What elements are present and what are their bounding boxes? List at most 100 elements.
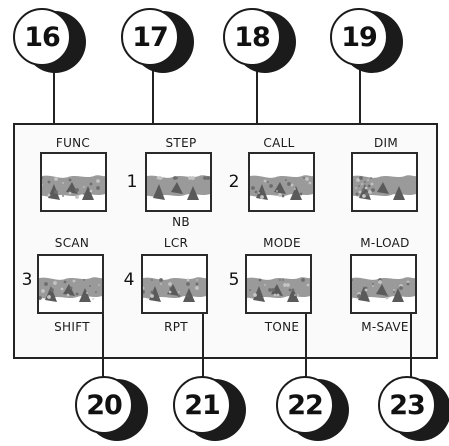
- key-face-grain: [41, 289, 45, 293]
- key-face-grain: [64, 281, 67, 284]
- key-face-grain: [76, 293, 79, 296]
- key-face-grain: [188, 176, 192, 180]
- key-face-grain: [367, 179, 369, 181]
- key-face-grain: [307, 284, 310, 287]
- key-number-4: 4: [121, 270, 137, 290]
- callout-ring: 18: [223, 8, 281, 66]
- key-face-grain: [371, 188, 375, 192]
- key-face-grain: [282, 279, 284, 281]
- key-face-grain: [359, 191, 362, 194]
- key-label-rpt: RPT: [131, 320, 221, 334]
- key-face-grain: [169, 291, 172, 294]
- callout-ring: 22: [276, 376, 334, 434]
- call-key[interactable]: [248, 152, 315, 212]
- key-face-grain: [297, 294, 299, 296]
- key-label-step: STEP: [136, 136, 226, 150]
- key-face-grain: [407, 283, 410, 286]
- callout-ring: 20: [75, 376, 133, 434]
- callout-ring: 23: [378, 376, 436, 434]
- callout-number: 22: [287, 390, 323, 421]
- key-face-grain: [249, 289, 251, 291]
- key-face-grain: [289, 289, 292, 292]
- key-face-grain: [253, 293, 257, 297]
- callout-ring: 16: [13, 8, 71, 66]
- callout-number: 20: [86, 390, 122, 421]
- key-label-scan: SCAN: [27, 236, 117, 250]
- key-face-grain: [196, 283, 199, 286]
- key-face-grain: [69, 179, 72, 182]
- key-face-grain: [173, 177, 175, 179]
- key-label-tone: TONE: [237, 320, 327, 334]
- key-face-grain: [357, 294, 361, 298]
- key-face-grain: [278, 193, 282, 197]
- key-face-grain: [271, 288, 275, 292]
- key-face-grain: [95, 291, 97, 293]
- key-label-dim: DIM: [341, 136, 431, 150]
- key-face-grain: [62, 195, 64, 197]
- key-face-grain: [294, 188, 296, 190]
- step-key[interactable]: [145, 152, 212, 212]
- key-face-grain: [203, 176, 207, 180]
- key-face-art: [247, 256, 310, 312]
- callout-number: 21: [184, 390, 220, 421]
- key-face-grain: [258, 192, 260, 194]
- key-face-grain: [267, 181, 269, 183]
- callout-21: 21: [173, 376, 251, 442]
- func-key[interactable]: [40, 152, 107, 212]
- key-face-grain: [370, 177, 372, 179]
- key-face-grain: [309, 182, 312, 185]
- mload-key[interactable]: [350, 254, 417, 314]
- key-face-grain: [48, 194, 51, 197]
- key-face-grain: [291, 184, 294, 187]
- callout-17: 17: [121, 8, 199, 74]
- key-label-msave: M-SAVE: [340, 320, 430, 334]
- key-face-grain: [364, 181, 366, 183]
- key-face-art: [352, 256, 415, 312]
- callout-number: 19: [341, 22, 377, 53]
- key-face-grain: [50, 288, 54, 292]
- callout-19: 19: [330, 8, 408, 74]
- key-face-grain: [83, 186, 85, 188]
- callout-22: 22: [276, 376, 354, 442]
- key-face-grain: [269, 184, 273, 188]
- key-face-grain: [159, 278, 163, 282]
- key-label-lcr: LCR: [131, 236, 221, 250]
- key-face-grain: [358, 185, 360, 187]
- key-face-grain: [186, 282, 190, 286]
- key-face-art: [147, 154, 210, 210]
- callout-20: 20: [75, 376, 153, 442]
- key-face-grain: [301, 278, 305, 282]
- key-face-grain: [47, 295, 51, 299]
- key-face-grain: [48, 181, 51, 184]
- key-face-grain: [372, 285, 374, 287]
- key-face-grain: [372, 283, 374, 285]
- key-face-grain: [69, 192, 72, 195]
- key-face-grain: [287, 182, 291, 186]
- key-face-grain: [169, 287, 171, 289]
- key-label-mload: M-LOAD: [340, 236, 430, 250]
- key-face-grain: [150, 294, 154, 298]
- key-face-grain: [285, 179, 287, 181]
- mode-key[interactable]: [245, 254, 312, 314]
- callout-ring: 17: [121, 8, 179, 66]
- key-face-grain: [255, 191, 258, 194]
- key-face-grain: [187, 279, 190, 282]
- key-face-grain: [96, 179, 100, 183]
- lcr-key[interactable]: [141, 254, 208, 314]
- key-face-grain: [259, 279, 262, 282]
- callout-ring: 19: [330, 8, 388, 66]
- callout-23: 23: [378, 376, 449, 442]
- key-face-grain: [277, 294, 280, 297]
- key-face-grain: [264, 284, 266, 286]
- key-face-grain: [393, 289, 395, 291]
- key-face-grain: [53, 281, 57, 285]
- key-face-grain: [393, 291, 395, 293]
- scan-key[interactable]: [37, 254, 104, 314]
- key-face-grain: [361, 183, 363, 185]
- key-face-grain: [276, 190, 278, 192]
- key-face-grain: [195, 286, 199, 290]
- key-face-art: [250, 154, 313, 210]
- key-face-grain: [168, 282, 172, 286]
- callout-number: 18: [234, 22, 270, 53]
- dim-key[interactable]: [351, 152, 418, 212]
